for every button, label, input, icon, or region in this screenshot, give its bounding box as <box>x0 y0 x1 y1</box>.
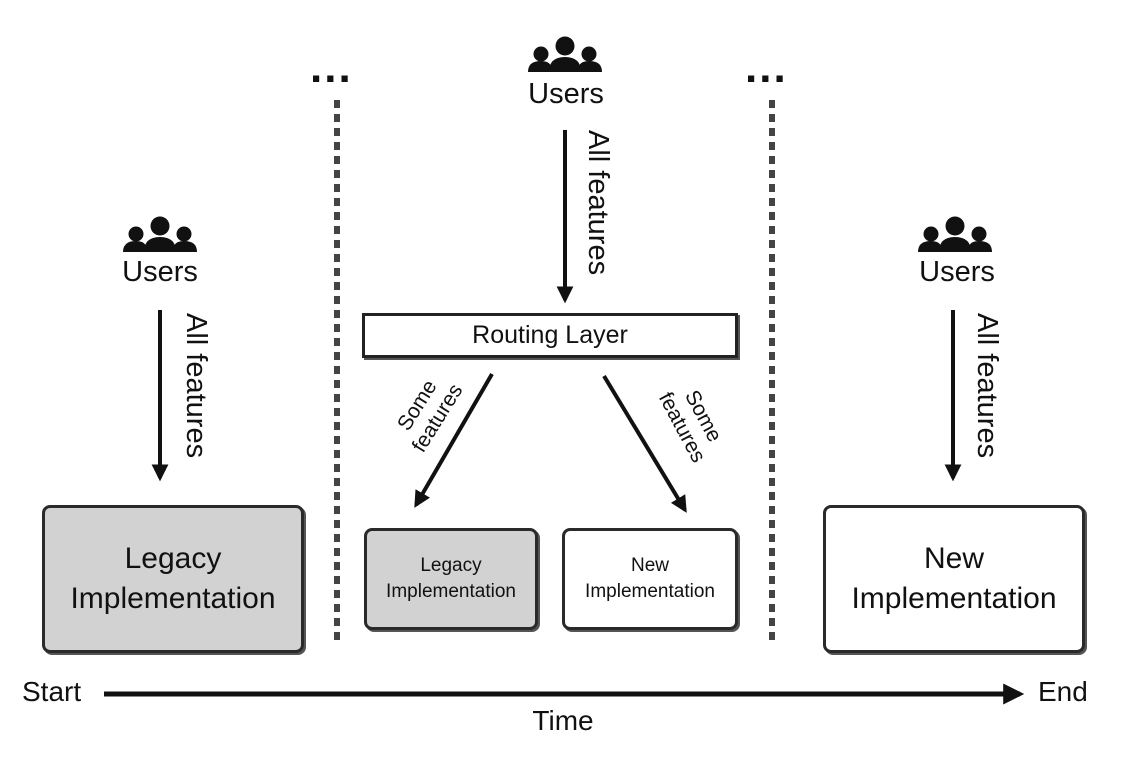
users-label-end: Users <box>919 256 995 288</box>
legacy-transition-line1: Legacy <box>420 555 482 577</box>
new-implementation-end: New Implementation <box>823 505 1085 653</box>
ellipsis-right: ... <box>745 43 788 92</box>
arrow-to-new <box>602 374 687 513</box>
users-label-transition: Users <box>528 78 604 110</box>
legacy-start-line2: Implementation <box>70 582 276 615</box>
flow-label-transition: All features <box>582 130 614 276</box>
legacy-transition-line2: Implementation <box>386 581 516 602</box>
timeline-axis-label: Time <box>532 705 594 736</box>
flow-label-end: All features <box>971 313 1003 459</box>
routing-layer-label: Routing Layer <box>472 321 628 349</box>
timeline-start-label: Start <box>22 676 82 707</box>
flow-label-start: All features <box>180 313 212 459</box>
users-label-start: Users <box>122 256 198 288</box>
new-end-line2: Implementation <box>851 582 1057 615</box>
timeline-end-label: End <box>1038 676 1088 707</box>
new-transition-line2: Implementation <box>585 581 715 602</box>
users-icon-end <box>918 216 992 252</box>
routing-layer: Routing Layer <box>362 313 738 358</box>
legacy-implementation-transition: Legacy Implementation <box>364 528 538 630</box>
ellipsis-left: ... <box>310 43 353 92</box>
new-transition-line1: New <box>630 555 669 577</box>
arrow-to-legacy <box>414 372 494 508</box>
legacy-start-line1: Legacy <box>124 542 222 576</box>
new-implementation-transition: New Implementation <box>562 528 738 630</box>
legacy-implementation-start: Legacy Implementation <box>42 505 304 653</box>
users-icon-start <box>123 216 197 252</box>
new-end-line1: New <box>923 542 984 576</box>
users-icon-transition <box>528 36 602 72</box>
